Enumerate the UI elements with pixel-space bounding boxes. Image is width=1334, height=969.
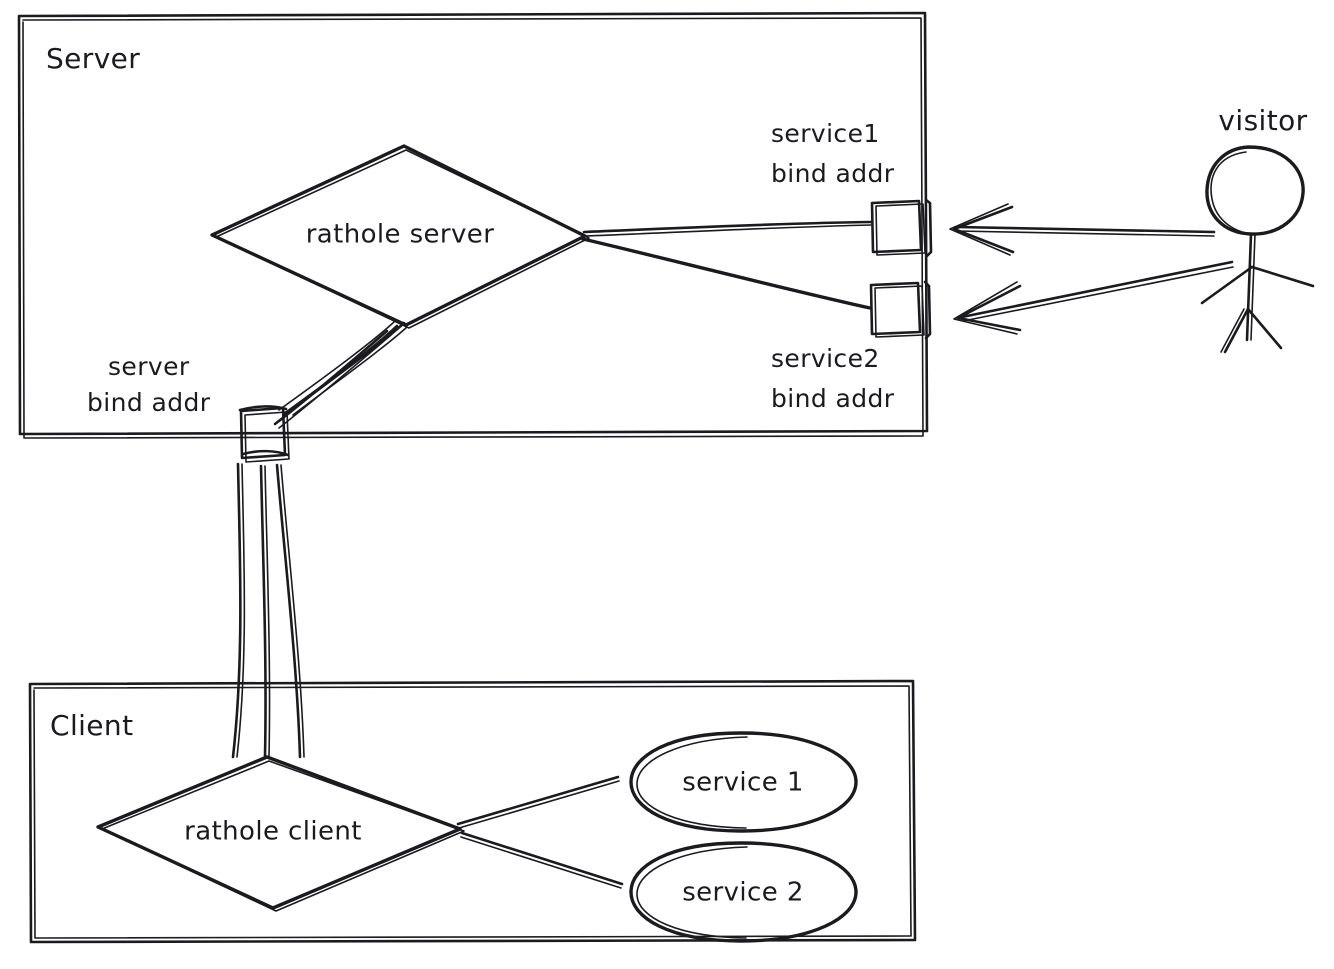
node-visitor[interactable]: visitor <box>1200 104 1315 354</box>
edge-rathole-server-to-service1 <box>582 220 874 237</box>
edge-rathole-server-to-service2 <box>581 237 872 310</box>
svg-text:service2: service2 <box>771 344 880 373</box>
client-container: Client <box>28 679 917 944</box>
node-rathole-server-label: rathole server <box>306 220 495 250</box>
server-container-label: Server <box>46 42 140 75</box>
edge-server-bind-to-rathole-client <box>231 462 305 759</box>
svg-text:service1: service1 <box>771 119 880 148</box>
arrow-visitor-to-service2 <box>953 260 1234 335</box>
label-service2-bind-addr: service2 bind addr <box>771 344 895 413</box>
label-service1-bind-addr: service1 bind addr <box>771 119 895 188</box>
edge-rathole-client-to-service2 <box>460 831 624 889</box>
node-service1[interactable]: service 1 <box>629 731 858 833</box>
node-service2[interactable]: service 2 <box>629 841 858 943</box>
svg-text:bind addr: bind addr <box>87 388 211 417</box>
edge-rathole-client-to-service1 <box>456 775 620 829</box>
label-server-bind-addr: server bind addr <box>87 352 211 417</box>
node-visitor-label: visitor <box>1218 104 1307 137</box>
svg-text:server: server <box>108 352 190 381</box>
server-container: Server <box>17 11 929 439</box>
edge-rathole-server-to-server-bind <box>273 321 408 429</box>
node-service1-label: service 1 <box>682 768 804 798</box>
node-service2-label: service 2 <box>682 878 804 908</box>
node-service2-bind-box[interactable] <box>869 280 932 340</box>
node-rathole-server[interactable]: rathole server <box>210 144 590 329</box>
node-rathole-client[interactable]: rathole client <box>96 755 465 912</box>
svg-text:bind addr: bind addr <box>771 384 895 413</box>
node-server-bind-box[interactable] <box>238 405 290 463</box>
svg-text:bind addr: bind addr <box>771 159 895 188</box>
client-container-label: Client <box>50 709 133 742</box>
node-rathole-client-label: rathole client <box>184 817 362 847</box>
arrow-visitor-to-service1 <box>949 203 1216 256</box>
node-service1-bind-box[interactable] <box>870 198 933 258</box>
